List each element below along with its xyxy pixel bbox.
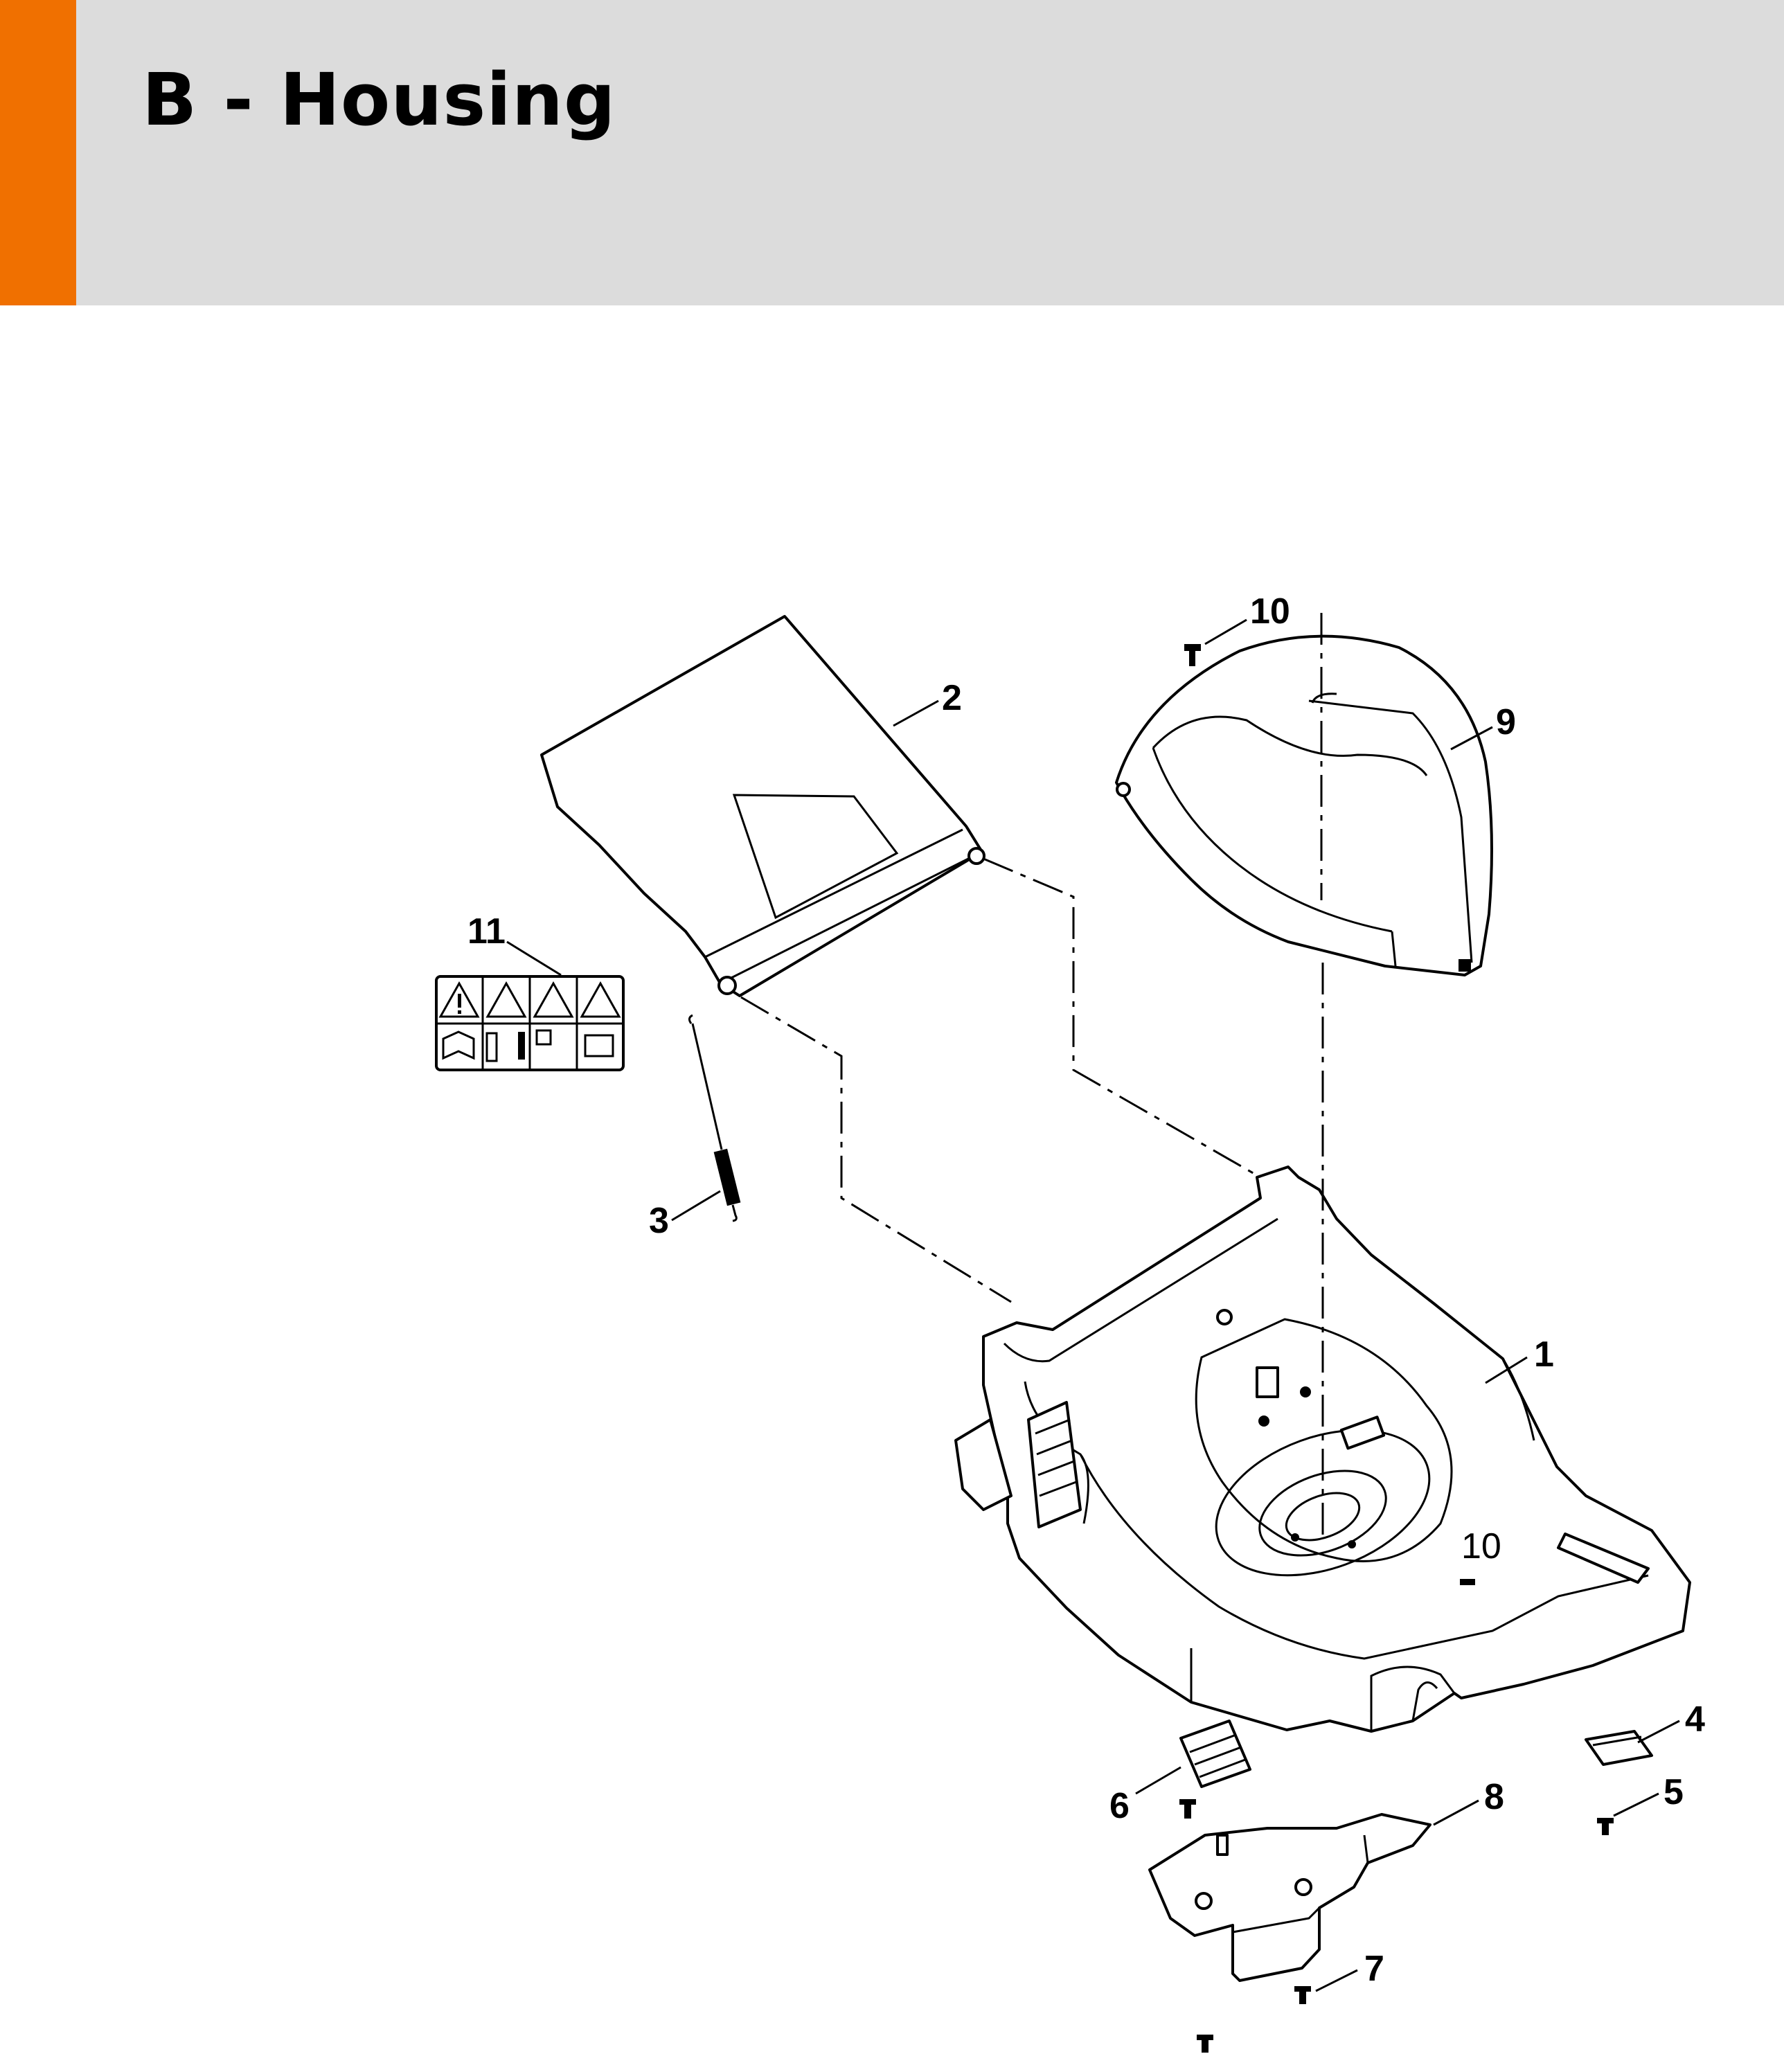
callout-3: 3 xyxy=(649,1201,669,1241)
part-deflector[interactable] xyxy=(1148,1813,1431,1982)
assembly-guide-lines xyxy=(740,613,1324,1537)
leader-lines xyxy=(506,618,1680,1992)
callout-8: 8 xyxy=(1484,1777,1504,1817)
part-housing-deck[interactable] xyxy=(954,1166,1691,1733)
screw-icon xyxy=(1184,644,1201,666)
header-accent-stripe xyxy=(0,0,76,305)
screw-icon xyxy=(1294,1986,1311,2004)
page-title: B - Housing xyxy=(142,57,616,142)
callout-4: 4 xyxy=(1685,1699,1705,1740)
part-motor-cover[interactable] xyxy=(1115,634,1493,976)
part-warning-label[interactable] xyxy=(435,975,625,1071)
screw-icon xyxy=(1197,2035,1213,2053)
part-bracket[interactable] xyxy=(1179,1720,1251,1788)
callout-5: 5 xyxy=(1663,1772,1684,1812)
screw-icon xyxy=(1179,1799,1196,1819)
callout-11: 11 xyxy=(467,911,506,952)
callout-10-deck: 10 xyxy=(1461,1526,1501,1566)
screw-icon xyxy=(1597,1818,1614,1835)
part-strip[interactable] xyxy=(1585,1730,1653,1766)
callout-2: 2 xyxy=(942,678,962,718)
callout-7: 7 xyxy=(1364,1949,1384,1989)
callout-10-top: 10 xyxy=(1250,591,1290,632)
header-bar xyxy=(0,0,1784,305)
part-grass-box-lid[interactable] xyxy=(540,615,985,997)
callout-1: 1 xyxy=(1534,1334,1554,1375)
callout-9: 9 xyxy=(1496,702,1516,742)
part-tension-spring[interactable] xyxy=(688,1014,741,1222)
callout-6: 6 xyxy=(1109,1786,1130,1826)
